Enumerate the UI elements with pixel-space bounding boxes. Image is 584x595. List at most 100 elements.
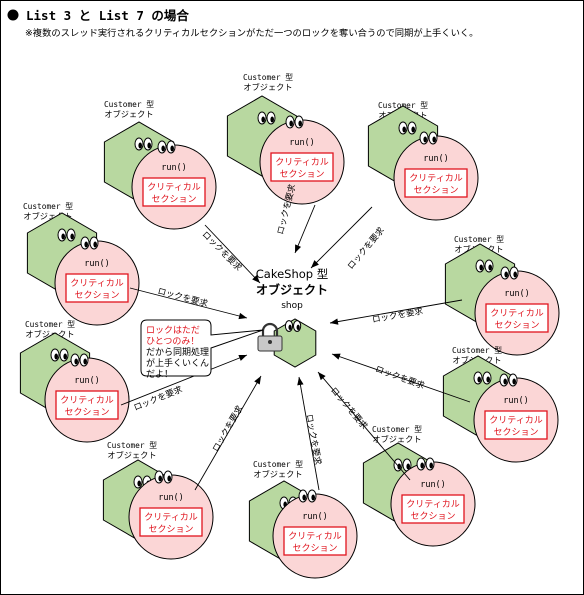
critical-section-label: クリティカル: [409, 173, 462, 184]
pupil-icon: [504, 271, 509, 278]
customer-object-label: オブジェクト: [243, 82, 292, 92]
arrowhead-icon: [238, 354, 247, 361]
customer-type-label: Customer 型: [372, 425, 422, 434]
pupil-icon: [512, 378, 516, 385]
critical-section-label: セクション: [279, 169, 324, 180]
critical-section-label: セクション: [413, 185, 458, 196]
pupil-icon: [161, 145, 165, 152]
callout-line: ロックはただ: [146, 325, 200, 336]
callout-line: ひとつのみ！: [146, 336, 199, 347]
cakeshop-type-label: CakeShop 型: [256, 267, 328, 281]
pupil-icon: [429, 462, 434, 469]
pupil-icon: [167, 475, 171, 482]
pupil-icon: [170, 145, 174, 152]
run-method-label: run(): [158, 493, 184, 503]
pupil-icon: [288, 324, 292, 331]
cakeshop-object-label: オブジェクト: [256, 282, 328, 297]
pupil-icon: [270, 116, 275, 123]
pupil-icon: [402, 126, 407, 133]
customer-type-label: Customer 型: [243, 73, 293, 82]
pupil-icon: [503, 378, 508, 385]
pupil-icon: [147, 142, 151, 149]
critical-section-label: クリティカル: [144, 512, 197, 523]
critical-section-label: クリティカル: [288, 531, 341, 542]
lock-request-arrow-2: [329, 299, 463, 325]
pupil-icon: [70, 233, 74, 240]
arrowhead-icon: [252, 274, 260, 283]
customer-threads: Customer 型オブジェクトrun()クリティカルセクションCustomer…: [19, 73, 560, 579]
arrow-line: [310, 206, 373, 269]
pupil-icon: [513, 271, 517, 278]
lock-request-arrow-3: [331, 353, 471, 403]
callout-bubble: [140, 319, 264, 377]
run-method-label: run(): [302, 512, 328, 522]
pupil-icon: [289, 120, 294, 127]
critical-section-box: [55, 390, 119, 420]
critical-section-box: [139, 507, 203, 537]
customer-type-label: Customer 型: [454, 235, 504, 244]
callout-line: だから同期処理: [146, 346, 209, 358]
lock-request-arrow-8: [129, 287, 248, 320]
pupil-icon: [477, 376, 482, 383]
pupil-icon: [479, 264, 484, 271]
critical-section-box: [401, 494, 465, 524]
customer-object-label: オブジェクト: [23, 211, 72, 221]
pupil-icon: [137, 480, 141, 487]
critical-section-box: [404, 168, 468, 198]
diagram-title: List 3 と List 7 の場合: [26, 8, 189, 23]
pupil-icon: [84, 241, 88, 248]
customer-type-label: Customer 型: [253, 460, 303, 469]
pupil-icon: [302, 494, 307, 501]
lock-request-arrow-7: [120, 354, 248, 406]
run-method-label: run(): [420, 480, 446, 490]
run-method-label: run(): [423, 154, 449, 164]
critical-section-box: [484, 410, 548, 440]
pupil-icon: [488, 264, 493, 271]
arrow-line: [317, 371, 411, 481]
pupil-icon: [486, 376, 491, 383]
critical-section-label: セクション: [410, 511, 455, 522]
critical-section-label: セクション: [64, 407, 109, 418]
pupil-icon: [311, 494, 316, 501]
bullet-icon: [7, 9, 19, 21]
arrowhead-icon: [311, 260, 319, 268]
arrowhead-icon: [254, 376, 261, 385]
arrow-line: [294, 204, 316, 254]
pupil-icon: [411, 126, 416, 133]
arrowhead-icon: [318, 372, 326, 381]
customer-object-label: オブジェクト: [107, 450, 156, 460]
pupil-icon: [93, 241, 97, 248]
lock-request-arrow-6: [194, 375, 262, 491]
customer-object-label: オブジェクト: [253, 469, 302, 479]
customer-object-label: オブジェクト: [104, 109, 153, 119]
shop-instance-label: shop: [281, 301, 303, 311]
arrow-line: [194, 375, 262, 491]
pupil-icon: [432, 136, 437, 143]
critical-section-label: クリティカル: [489, 415, 542, 426]
critical-section-label: セクション: [151, 194, 196, 205]
arrowhead-icon: [238, 312, 247, 320]
lock-request-arrow-0: [294, 204, 316, 254]
critical-section-box: [65, 273, 129, 303]
critical-section-box: [270, 152, 334, 182]
customer-type-label: Customer 型: [452, 346, 502, 355]
run-method-label: run(): [84, 259, 110, 269]
critical-section-label: クリティカル: [60, 395, 113, 406]
pupil-icon: [74, 358, 78, 365]
pupil-icon: [261, 116, 266, 123]
pupil-icon: [423, 136, 428, 143]
critical-section-label: セクション: [148, 524, 193, 535]
callout-line: が上手くいくん: [146, 357, 209, 369]
pupil-icon: [406, 463, 411, 470]
critical-section-label: クリティカル: [147, 182, 200, 193]
